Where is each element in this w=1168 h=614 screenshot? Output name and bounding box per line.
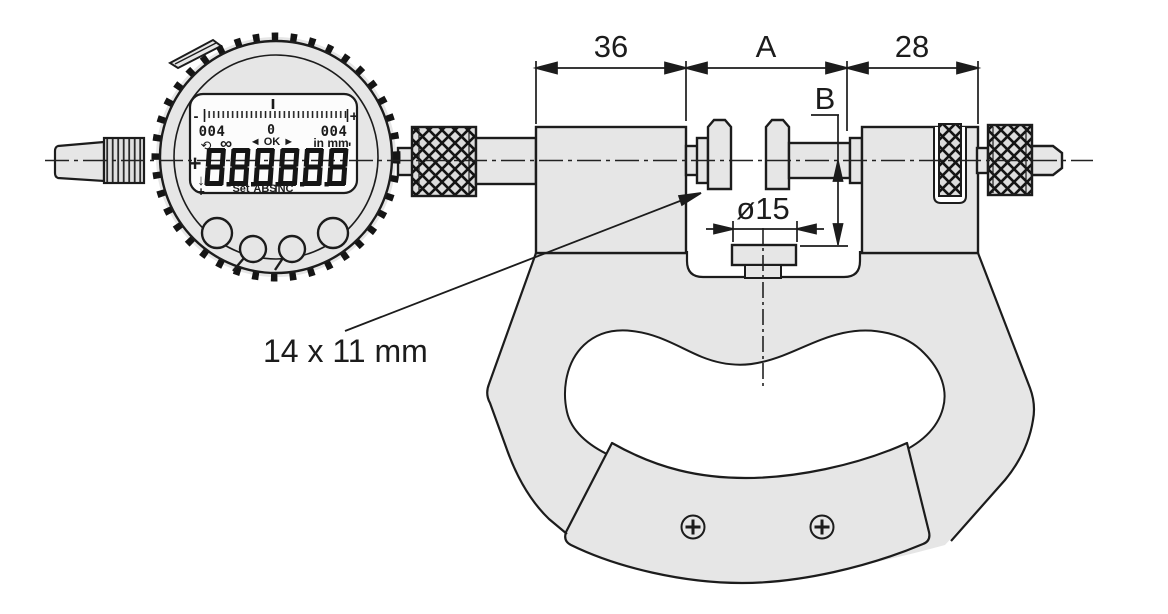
lcd-analog-scale	[204, 110, 348, 120]
bezel-clamp-tab-line	[174, 42, 217, 65]
indicator-button-outer-right	[316, 216, 350, 250]
indicator-button-inner-left-tail	[232, 257, 245, 272]
left-block	[534, 125, 688, 255]
rotation-lock-icon: ⟲	[201, 138, 212, 153]
indicator-button-outer-left	[200, 216, 234, 250]
ok-indicator: ◄ OK ►	[250, 136, 294, 148]
dimension-labels: 36 A 28 B ø15 14 x 11 mm	[263, 29, 929, 369]
lcd-content: - + 004 0 004 ⟲ ∞ ◄ OK ► in mm ' + ↓ + S…	[189, 99, 359, 199]
stop-diameter-label: ø15	[736, 191, 789, 226]
dim-a-label: A	[756, 29, 777, 64]
arrowhead	[832, 160, 844, 182]
seven-segment-display	[204, 148, 349, 187]
anvil-leader-line	[344, 193, 699, 332]
anvil-disc-left	[706, 118, 733, 191]
anvil-size-label: 14 x 11 mm	[263, 333, 428, 369]
scale-right-value: 004	[321, 124, 348, 140]
scale-plus: +	[350, 108, 359, 125]
arrowhead	[825, 61, 851, 75]
indicator-button-inner-right	[277, 234, 307, 264]
indicator-button-inner-right-tail	[274, 257, 284, 271]
inc-label: INC	[275, 183, 294, 195]
unit-indicator: in mm	[313, 136, 348, 150]
tolerance-arrow-icon: ↓	[197, 172, 205, 189]
scale-left-value: 004	[199, 124, 226, 140]
nut-edge-lines	[418, 129, 470, 194]
sign-indicator: +	[189, 151, 202, 176]
measuring-assembly	[396, 118, 1064, 279]
dimension-annotations	[344, 61, 982, 332]
abs-label: ABS	[253, 183, 276, 195]
arrowhead	[713, 223, 734, 235]
minute-mark: '	[348, 139, 351, 155]
arrowhead	[677, 192, 702, 207]
set-label: Set	[232, 183, 249, 195]
scale-center-value: 0	[267, 123, 275, 138]
tolerance-plus: +	[197, 184, 205, 199]
extension-lines	[535, 61, 979, 131]
arrowhead	[532, 61, 558, 75]
phillips-screw-left	[680, 514, 706, 540]
c-frame	[486, 251, 1036, 585]
dim-b-label: B	[815, 81, 836, 116]
arrowhead	[796, 223, 817, 235]
phillips-screw-right	[809, 514, 835, 540]
dim-28-label: 28	[895, 29, 929, 64]
digital-indicator	[53, 32, 401, 282]
arrowhead	[832, 223, 844, 245]
arrowhead	[843, 61, 869, 75]
grip-plate	[564, 441, 931, 585]
indicator-back-shaft	[53, 140, 106, 183]
arrowhead	[956, 61, 982, 75]
anvil-disc-right	[764, 118, 791, 191]
dim-36-label: 36	[594, 29, 628, 64]
arrowhead	[664, 61, 690, 75]
indicator-button-inner-left	[238, 234, 268, 264]
arrowhead	[682, 61, 708, 75]
anvil-stop	[730, 243, 798, 267]
scale-minus: -	[194, 108, 199, 125]
left-knurled-nut	[410, 125, 478, 198]
